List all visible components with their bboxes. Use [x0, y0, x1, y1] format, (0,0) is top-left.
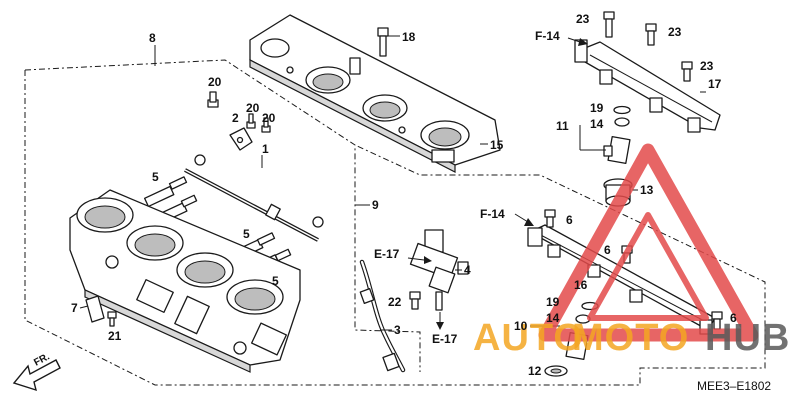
bolt-23-b[interactable]	[645, 23, 657, 46]
label-part-7[interactable]: 7	[71, 301, 78, 315]
fuel-rail-17[interactable]	[574, 39, 721, 133]
label-part-15[interactable]: 15	[490, 138, 504, 152]
label-part-23-a[interactable]: 23	[576, 12, 590, 26]
e17-bottom-arrow	[436, 312, 444, 330]
bracket-2[interactable]	[229, 127, 253, 151]
label-part-5-c[interactable]: 5	[272, 274, 279, 288]
label-part-23-c[interactable]: 23	[700, 59, 714, 73]
watermark-moto-text: MOTO	[572, 317, 689, 359]
label-part-6-b[interactable]: 6	[604, 243, 611, 257]
label-part-2[interactable]: 2	[232, 111, 239, 125]
drawing-code: MEE3–E1802	[697, 379, 771, 393]
f14-top-arrow	[567, 37, 588, 46]
label-part-9[interactable]: 9	[372, 198, 379, 212]
watermark-hub-text: HUB	[705, 317, 790, 359]
label-part-3[interactable]: 3	[394, 323, 401, 337]
bolt-18[interactable]	[377, 27, 389, 57]
label-part-6-a[interactable]: 6	[566, 213, 573, 227]
label-part-14-b[interactable]: 14	[546, 311, 560, 325]
label-part-8[interactable]: 8	[149, 31, 156, 45]
label-part-10[interactable]: 10	[514, 319, 528, 333]
label-part-16[interactable]: 16	[574, 278, 588, 292]
injector-assembly-11-upper[interactable]	[603, 105, 631, 165]
label-part-5-a[interactable]: 5	[152, 170, 159, 184]
label-part-23-b[interactable]: 23	[668, 25, 682, 39]
intake-joint-plate[interactable]	[249, 14, 501, 173]
label-part-21[interactable]: 21	[108, 329, 122, 343]
label-part-14-a[interactable]: 14	[590, 117, 604, 131]
label-part-11[interactable]: 11	[556, 119, 569, 133]
screw-21[interactable]	[107, 311, 117, 327]
label-part-18[interactable]: 18	[402, 30, 416, 44]
label-part-19-b[interactable]: 19	[546, 295, 560, 309]
label-part-20-a[interactable]: 20	[208, 75, 222, 89]
fuel-rail-16[interactable]	[527, 224, 716, 335]
ref-e17-bottom[interactable]: E-17	[432, 332, 458, 346]
shaft-assembly-1[interactable]	[184, 154, 324, 242]
label-part-6-c[interactable]: 6	[730, 311, 737, 325]
label-part-5-b[interactable]: 5	[243, 227, 250, 241]
watermark-auto-text: AUTO	[473, 317, 584, 359]
throttle-body[interactable]	[69, 189, 301, 373]
ref-f14-top[interactable]: F-14	[535, 29, 560, 43]
ref-e17-top[interactable]: E-17	[374, 247, 400, 261]
bolt-20-b[interactable]	[246, 113, 256, 129]
bolt-20-c[interactable]	[261, 117, 271, 133]
ref-f14-mid[interactable]: F-14	[480, 207, 505, 221]
label-part-4[interactable]: 4	[464, 263, 471, 277]
label-part-19-a[interactable]: 19	[590, 101, 604, 115]
label-part-1[interactable]: 1	[262, 142, 269, 156]
regulator-4[interactable]	[409, 229, 469, 311]
part-labels: 8 18 15 20 20 20 2 1 9 5 5 5 7 21 3 4 22…	[71, 12, 737, 378]
label-part-20-b[interactable]: 20	[246, 101, 260, 115]
hose-3[interactable]	[359, 259, 406, 373]
f14-mid-arrow	[514, 213, 534, 226]
sensor-7[interactable]	[85, 295, 105, 323]
e17-top-arrow	[407, 256, 432, 264]
bolt-23-a[interactable]	[603, 11, 615, 38]
front-arrow-icon	[12, 359, 61, 392]
watermark-logo	[538, 143, 759, 342]
assembly-frame	[24, 45, 766, 386]
label-part-13[interactable]: 13	[640, 183, 654, 197]
label-part-20-c[interactable]: 20	[262, 111, 276, 125]
grommet-12[interactable]	[544, 365, 568, 377]
bolt-23-c[interactable]	[681, 61, 693, 82]
bolt-6-a[interactable]	[544, 209, 556, 228]
label-part-17[interactable]: 17	[708, 77, 722, 91]
label-part-12[interactable]: 12	[528, 364, 542, 378]
bolt-20-a[interactable]	[207, 91, 219, 108]
label-part-22[interactable]: 22	[388, 295, 402, 309]
bolt-22[interactable]	[409, 291, 421, 310]
